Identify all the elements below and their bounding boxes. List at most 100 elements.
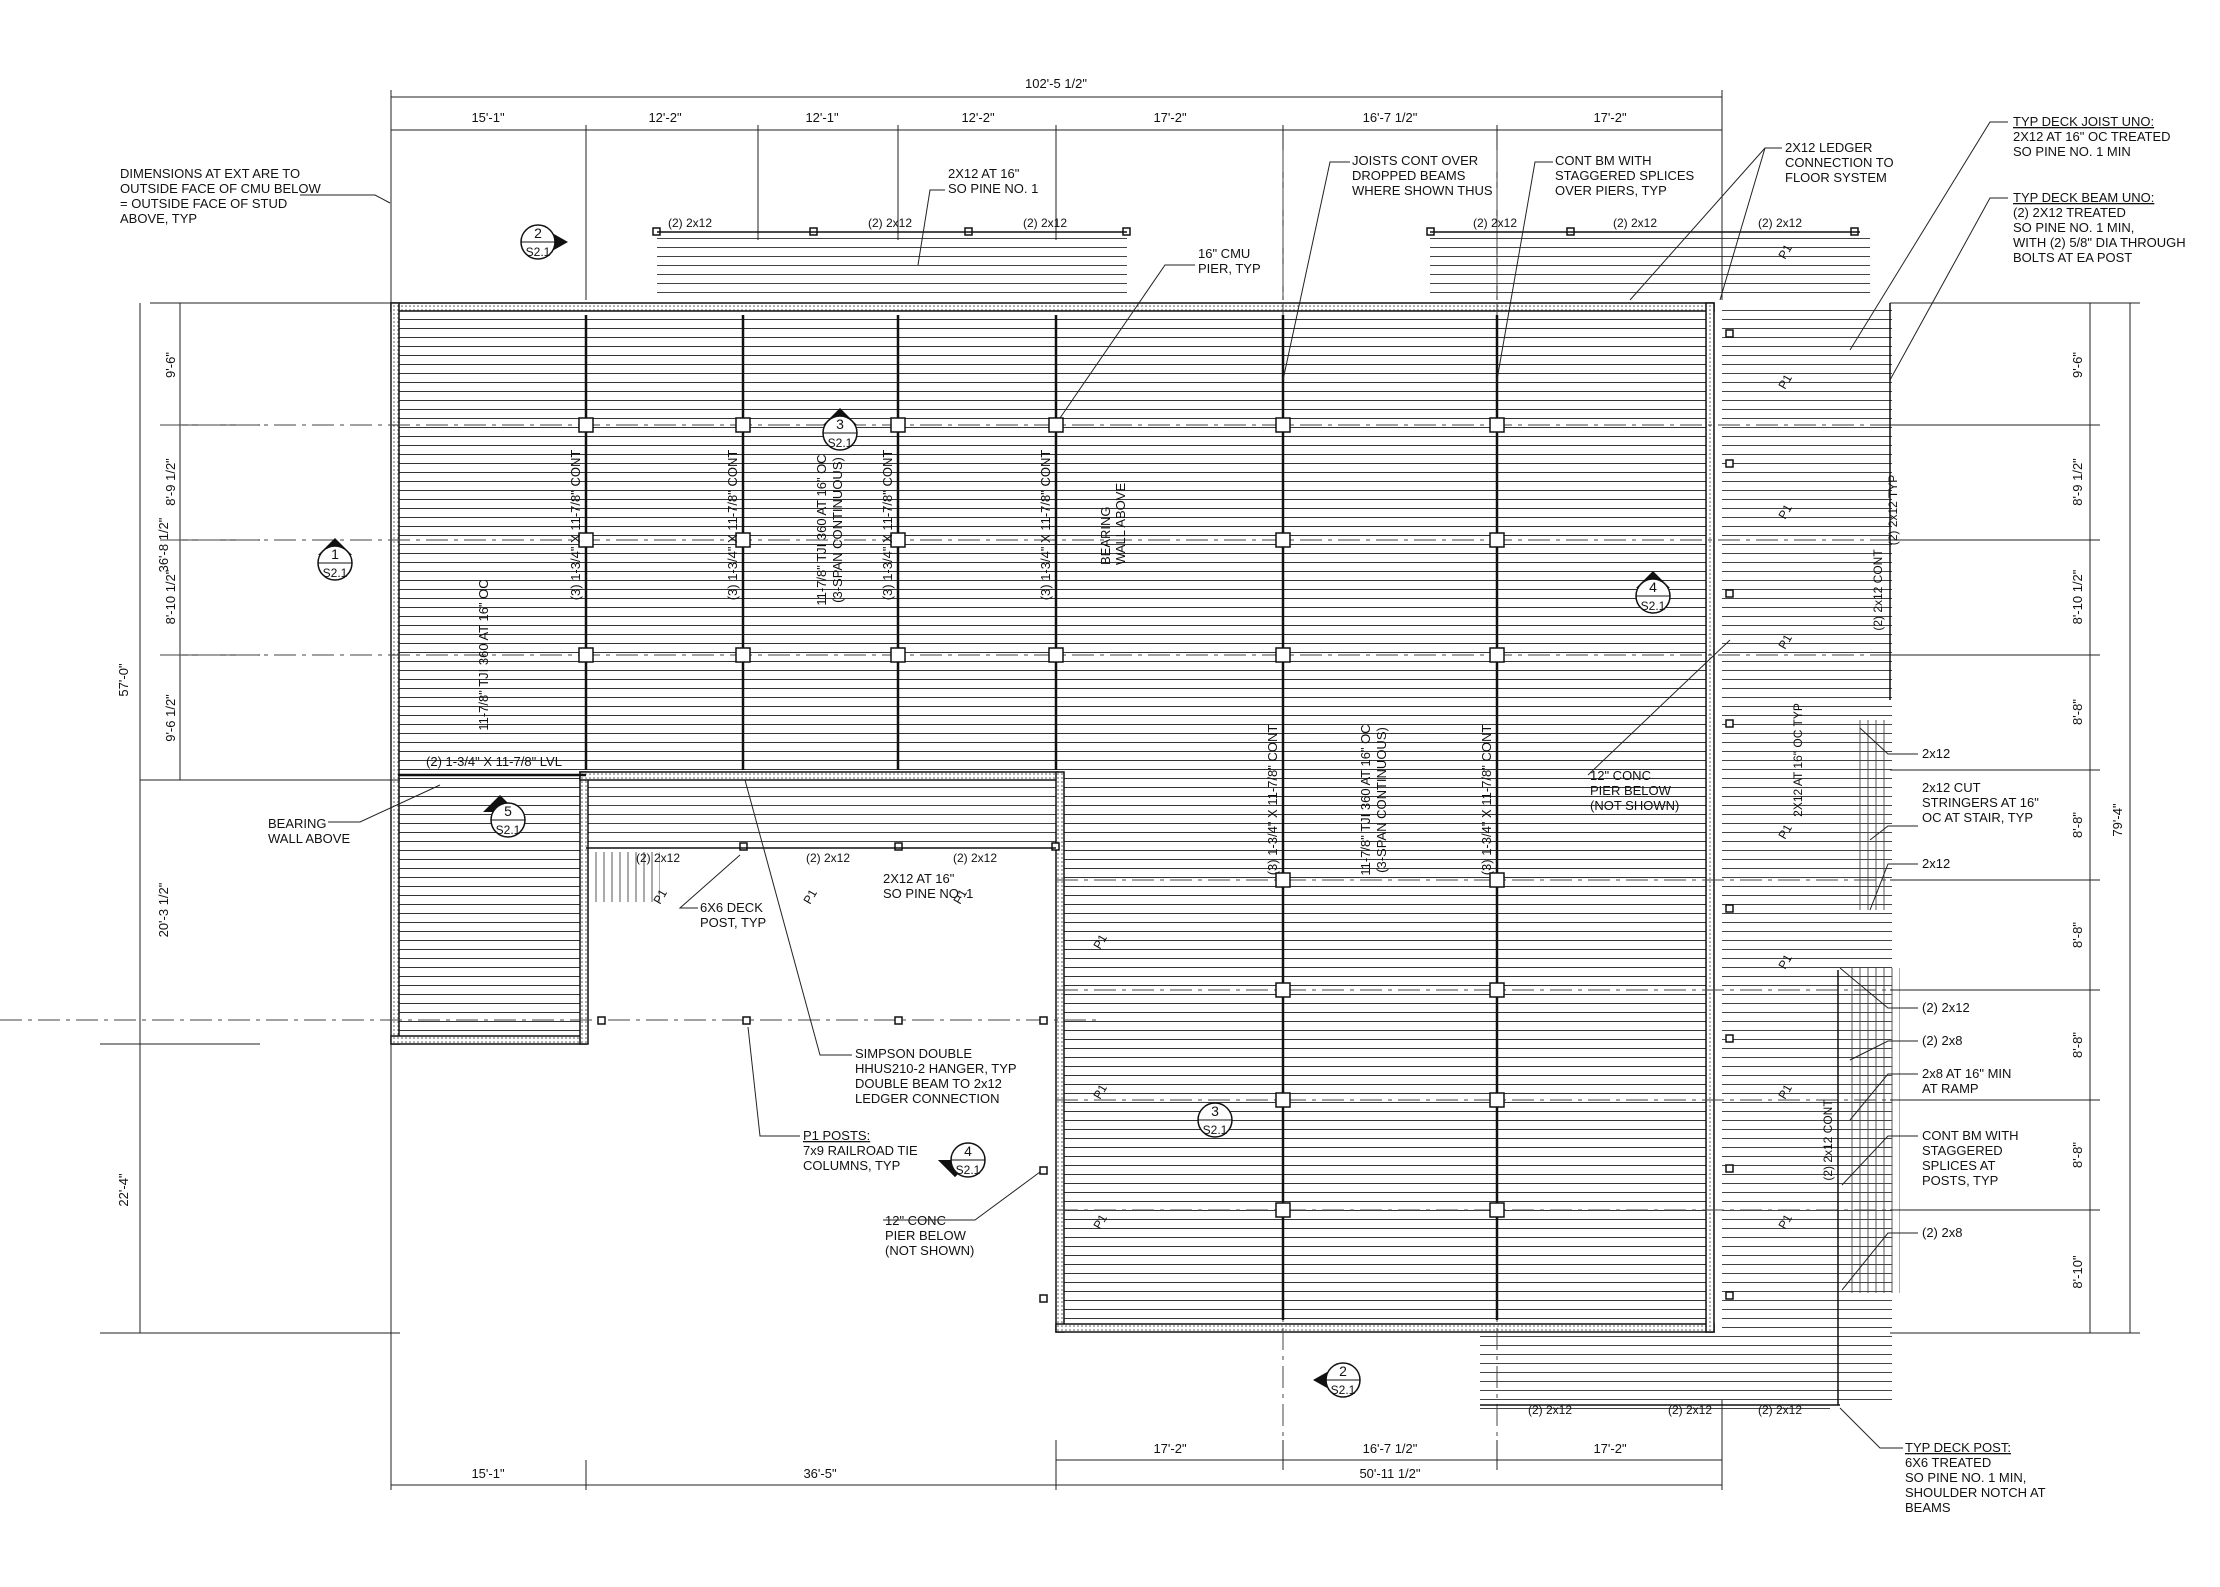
- beam-label-6: (3) 1-3/4" X 11-7/8" CONT: [1479, 725, 1494, 876]
- note-cont-bm-posts-line-4: POSTS, TYP: [1922, 1173, 1998, 1188]
- p1-label-5: P1: [1090, 1082, 1110, 1102]
- section-2-bottom-num: 2: [1339, 1363, 1347, 1379]
- deck-beams: [586, 231, 1891, 1406]
- note-typ-deck-joist: TYP DECK JOIST UNO: 2X12 AT 16" OC TREAT…: [2013, 114, 2171, 159]
- right-dim-row-9: 8'-10": [2070, 1255, 2085, 1289]
- section-4-right-sheet: S2.1: [1641, 599, 1666, 613]
- section-marker-2-top: 2 S2.1: [520, 224, 568, 260]
- note-stringers-line-3: OC AT STAIR, TYP: [1922, 810, 2033, 825]
- bottom-dim-3: 17'-2": [1593, 1441, 1627, 1456]
- cmu-piers: [578, 417, 1505, 1218]
- note-hanger-line-2: HHUS210-2 HANGER, TYP: [855, 1061, 1017, 1076]
- note-deck-post-line-1: 6X6 DECK: [700, 900, 763, 915]
- note-bearing-wall-left-line-1: BEARING: [268, 816, 327, 831]
- note-stringers-line-1: 2x12 CUT: [1922, 780, 1981, 795]
- bottom-dim-1: 17'-2": [1153, 1441, 1187, 1456]
- stair-stringers: [590, 720, 1900, 1293]
- section-2-top-sheet: S2.1: [526, 245, 551, 259]
- note-hanger-line-3: DOUBLE BEAM TO 2x12: [855, 1076, 1002, 1091]
- section-marker-3-bottom: 3 S2.1: [1197, 1102, 1233, 1138]
- note-typ-deck-beam-line-2: (2) 2X12 TREATED: [2013, 205, 2126, 220]
- note-ledger: 2X12 LEDGER CONNECTION TO FLOOR SYSTEM: [1785, 140, 1894, 185]
- note-joist-mid: 2X12 AT 16" SO PINE NO. 1: [883, 871, 973, 901]
- note-joists-cont: JOISTS CONT OVER DROPPED BEAMS WHERE SHO…: [1352, 153, 1493, 198]
- deck-beam-label-t3: (2) 2x12: [1023, 216, 1067, 230]
- section-marker-2-bottom: 2 S2.1: [1313, 1362, 1361, 1398]
- top-dim-1: 15'-1": [471, 110, 505, 125]
- right-dim-row-5: 8'-8": [2070, 812, 2085, 838]
- left-dim-row-1: 9'-6": [163, 352, 178, 378]
- deck-beam-label-t2: (2) 2x12: [868, 216, 912, 230]
- right-dim-row-2: 8'-9 1/2": [2070, 458, 2085, 506]
- note-ext-dims-line-1: DIMENSIONS AT EXT ARE TO: [120, 166, 300, 181]
- note-joist-top: 2X12 AT 16" SO PINE NO. 1: [948, 166, 1038, 196]
- beam-label-5: (3) 1-3/4" X 11-7/8" CONT: [1265, 725, 1280, 876]
- note-typ-deck-joist-line-3: SO PINE NO. 1 MIN: [2013, 144, 2131, 159]
- note-p1-posts: P1 POSTS: 7x9 RAILROAD TIE COLUMNS, TYP: [803, 1128, 918, 1173]
- note-ext-dims: DIMENSIONS AT EXT ARE TO OUTSIDE FACE OF…: [120, 166, 322, 226]
- bottom-dim-2: 16'-7 1/2": [1363, 1441, 1418, 1456]
- bottom-overall-dim-2: 36'-5": [803, 1466, 837, 1481]
- note-cont-bm-line-1: CONT BM WITH: [1555, 153, 1652, 168]
- p1-label-13: P1: [1775, 1082, 1795, 1102]
- p1-label-9: P1: [1775, 502, 1795, 522]
- note-2x12-a: 2x12: [1922, 746, 1950, 761]
- p1-label-7: P1: [1775, 242, 1795, 262]
- note-p1-posts-title: P1 POSTS:: [803, 1128, 870, 1143]
- note-bearing-wall-mid: BEARING WALL ABOVE: [1098, 483, 1128, 565]
- left-dim-row-2: 8'-9 1/2": [163, 458, 178, 506]
- tji-label-left: 11-7/8" TJI 360 AT 16" OC: [476, 579, 491, 730]
- tji-label-right-1: 11-7/8" TJI 360 AT 16" OC: [1358, 724, 1373, 875]
- deck-beam-label-m1: (2) 2x12: [636, 851, 680, 865]
- deck-joist-typ-label: 2X12 AT 16" OC TYP: [1791, 703, 1805, 817]
- note-cmu-pier-line-2: PIER, TYP: [1198, 261, 1261, 276]
- section-3-bottom-num: 3: [1211, 1103, 1219, 1119]
- top-dim-4: 12'-2": [961, 110, 995, 125]
- deck-beam-label-m2: (2) 2x12: [806, 851, 850, 865]
- floor-joists-right: [1056, 310, 1714, 1325]
- note-cont-bm-line-2: STAGGERED SPLICES: [1555, 168, 1695, 183]
- p1-label-8: P1: [1775, 372, 1795, 392]
- deck-beam-label-t1: (2) 2x12: [668, 216, 712, 230]
- section-marker-1: 1 S2.1: [317, 538, 353, 581]
- right-dim-overall: 79'-4": [2110, 803, 2125, 837]
- section-marker-4-bottom: 4 S2.1: [938, 1142, 986, 1178]
- deck-beam-label-t5: (2) 2x12: [1613, 216, 1657, 230]
- note-joists-cont-line-3: WHERE SHOWN THUS: [1352, 183, 1493, 198]
- leader-lines: [300, 121, 2008, 1449]
- note-typ-deck-beam-line-4: WITH (2) 5/8" DIA THROUGH: [2013, 235, 2186, 250]
- note-deck-post: 6X6 DECK POST, TYP: [700, 900, 766, 930]
- note-hanger-line-1: SIMPSON DOUBLE: [855, 1046, 972, 1061]
- deck-beam-label-m3: (2) 2x12: [953, 851, 997, 865]
- top-dim-5: 17'-2": [1153, 110, 1187, 125]
- beam-label-4: (3) 1-3/4" X 11-7/8" CONT: [1038, 450, 1053, 601]
- top-dim-2: 12'-2": [648, 110, 682, 125]
- note-joist-mid-line-1: 2X12 AT 16": [883, 871, 955, 886]
- note-cont-bm-posts: CONT BM WITH STAGGERED SPLICES AT POSTS,…: [1922, 1128, 2019, 1188]
- section-marker-5: 5 S2.1: [483, 795, 526, 838]
- section-3-bottom-sheet: S2.1: [1203, 1123, 1228, 1137]
- note-hanger-line-4: LEDGER CONNECTION: [855, 1091, 999, 1106]
- note-cont-bm-line-3: OVER PIERS, TYP: [1555, 183, 1667, 198]
- p1-label-14: P1: [1775, 1212, 1795, 1232]
- note-joists-cont-line-1: JOISTS CONT OVER: [1352, 153, 1478, 168]
- note-ext-dims-line-3: = OUTSIDE FACE OF STUD: [120, 196, 287, 211]
- right-dim-row-6: 8'-8": [2070, 922, 2085, 948]
- bottom-overall-dim-3: 50'-11 1/2": [1359, 1466, 1420, 1481]
- note-cont-bm: CONT BM WITH STAGGERED SPLICES OVER PIER…: [1555, 153, 1695, 198]
- note-typ-deck-post-title: TYP DECK POST:: [1905, 1440, 2011, 1455]
- deck-beam-label-t6: (2) 2x12: [1758, 216, 1802, 230]
- right-dim-row-7: 8'-8": [2070, 1032, 2085, 1058]
- top-dim-7: 17'-2": [1593, 110, 1627, 125]
- note-typ-deck-joist-title: TYP DECK JOIST UNO:: [2013, 114, 2154, 129]
- note-typ-deck-post-line-2: 6X6 TREATED: [1905, 1455, 1991, 1470]
- tji-label-right-2: (3-SPAN CONTINUOUS): [1374, 727, 1389, 873]
- p1-label-12: P1: [1775, 952, 1795, 972]
- note-conc-pier-right: 12" CONC PIER BELOW (NOT SHOWN): [1590, 768, 1679, 813]
- p1-label-1: P1: [650, 887, 670, 907]
- note-conc-pier-right-line-2: PIER BELOW: [1590, 783, 1672, 798]
- section-2-top-num: 2: [534, 225, 542, 241]
- left-dim-upper: 36'-8 1/2": [156, 517, 171, 572]
- right-dim-row-4: 8'-8": [2070, 699, 2085, 725]
- note-2-2x8-b: (2) 2x8: [1922, 1225, 1962, 1240]
